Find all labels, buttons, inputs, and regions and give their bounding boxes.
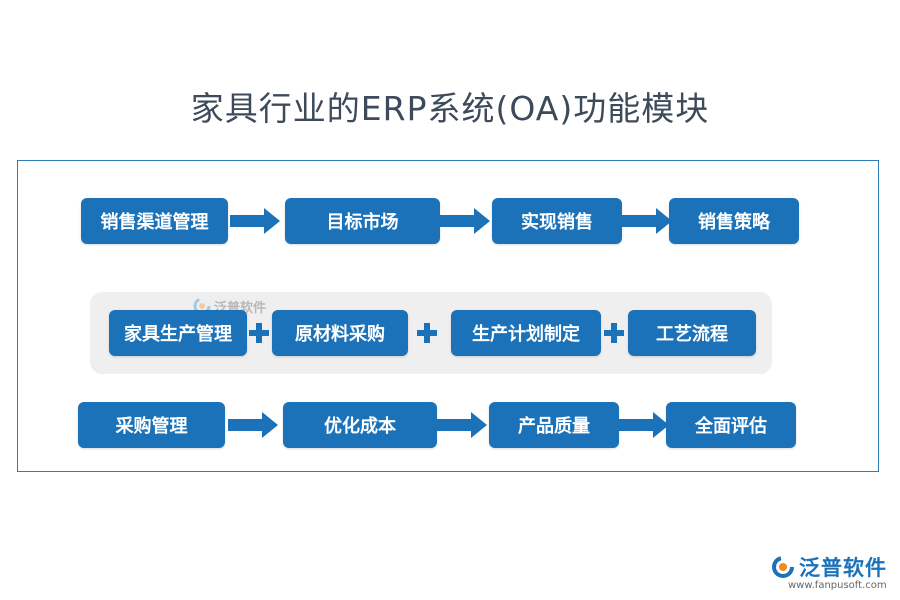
node-product-quality: 产品质量 [489, 402, 619, 448]
node-production-planning: 生产计划制定 [451, 310, 601, 356]
diagram-frame [17, 160, 879, 472]
node-sales-strategy: 销售策略 [669, 198, 799, 244]
node-optimize-cost: 优化成本 [283, 402, 437, 448]
node-purchase-management: 采购管理 [78, 402, 225, 448]
node-sales-channel: 销售渠道管理 [81, 198, 228, 244]
arrow-icon [619, 412, 669, 438]
plus-icon [417, 323, 437, 343]
brand-logo-icon [772, 556, 794, 578]
brand-name: 泛普软件 [799, 556, 887, 580]
plus-icon [604, 323, 624, 343]
brand-url: www.fanpusoft.com [788, 580, 887, 591]
node-target-market: 目标市场 [285, 198, 440, 244]
arrow-icon [437, 412, 487, 438]
node-overall-evaluation: 全面评估 [666, 402, 796, 448]
brand-logo: 泛普软件 [770, 552, 887, 582]
node-furniture-production: 家具生产管理 [109, 310, 247, 356]
arrow-icon [230, 208, 280, 234]
plus-icon [249, 323, 269, 343]
arrow-icon [440, 208, 490, 234]
arrow-icon [622, 208, 672, 234]
page-title: 家具行业的ERP系统(OA)功能模块 [190, 89, 710, 128]
arrow-icon [228, 412, 278, 438]
node-process-flow: 工艺流程 [628, 310, 756, 356]
node-raw-material-purchase: 原材料采购 [272, 310, 408, 356]
node-achieve-sales: 实现销售 [492, 198, 622, 244]
